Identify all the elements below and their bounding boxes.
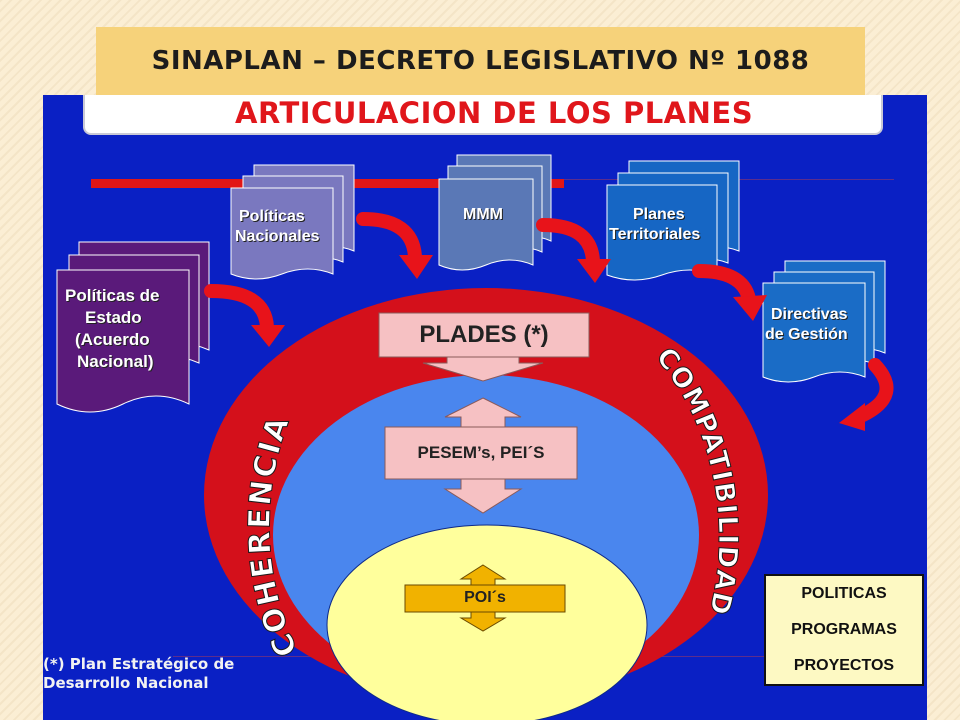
articulation-diagram: COHERENCIA COMPATIBILIDAD ARTICULACION D… <box>43 95 927 720</box>
legend-politicas: POLITICAS <box>801 585 887 602</box>
label-directivas: Directivas de Gestión <box>765 306 848 343</box>
label-planes-territoriales: Planes Territoriales <box>609 206 701 243</box>
slide-title: SINAPLAN – DECRETO LEGISLATIVO Nº 1088 <box>151 46 810 76</box>
label-politicas-estado: Políticas de Estado (Acuerdo Nacional) <box>65 286 160 371</box>
diagram-header: ARTICULACION DE LOS PLANES <box>83 95 883 135</box>
doc-stack-planes-territoriales <box>606 160 740 281</box>
diagram-header-text: ARTICULACION DE LOS PLANES <box>235 96 754 130</box>
poi-arrow-shape <box>404 564 566 632</box>
doc-stack-politicas-estado <box>56 241 210 413</box>
label-politicas-nacionales: Políticas Nacionales <box>235 208 320 245</box>
legend-programas: PROGRAMAS <box>791 621 897 638</box>
legend-box: POLITICAS PROGRAMAS PROYECTOS <box>764 574 924 686</box>
footnote: (*) Plan Estratégico de Desarrollo Nacio… <box>43 655 235 692</box>
pesem-arrow-shape <box>384 397 578 514</box>
label-plades: PLADES (*) <box>419 321 549 348</box>
diagram-graphics: COHERENCIA COMPATIBILIDAD <box>56 154 894 720</box>
slide-title-bar: SINAPLAN – DECRETO LEGISLATIVO Nº 1088 <box>96 27 865 95</box>
curved-arrowheads <box>251 255 865 431</box>
doc-stack-politicas-nacionales <box>230 164 355 280</box>
legend-proyectos: PROYECTOS <box>793 657 895 674</box>
doc-stack-mmm <box>438 154 552 271</box>
curved-arrows <box>204 212 894 422</box>
label-poi: POI´s <box>464 589 506 606</box>
doc-stack-directivas <box>762 260 886 383</box>
plades-arrow-shape <box>378 312 590 382</box>
label-mmm: MMM <box>463 206 503 223</box>
label-pesem: PESEM’s, PEI´S <box>417 443 545 462</box>
